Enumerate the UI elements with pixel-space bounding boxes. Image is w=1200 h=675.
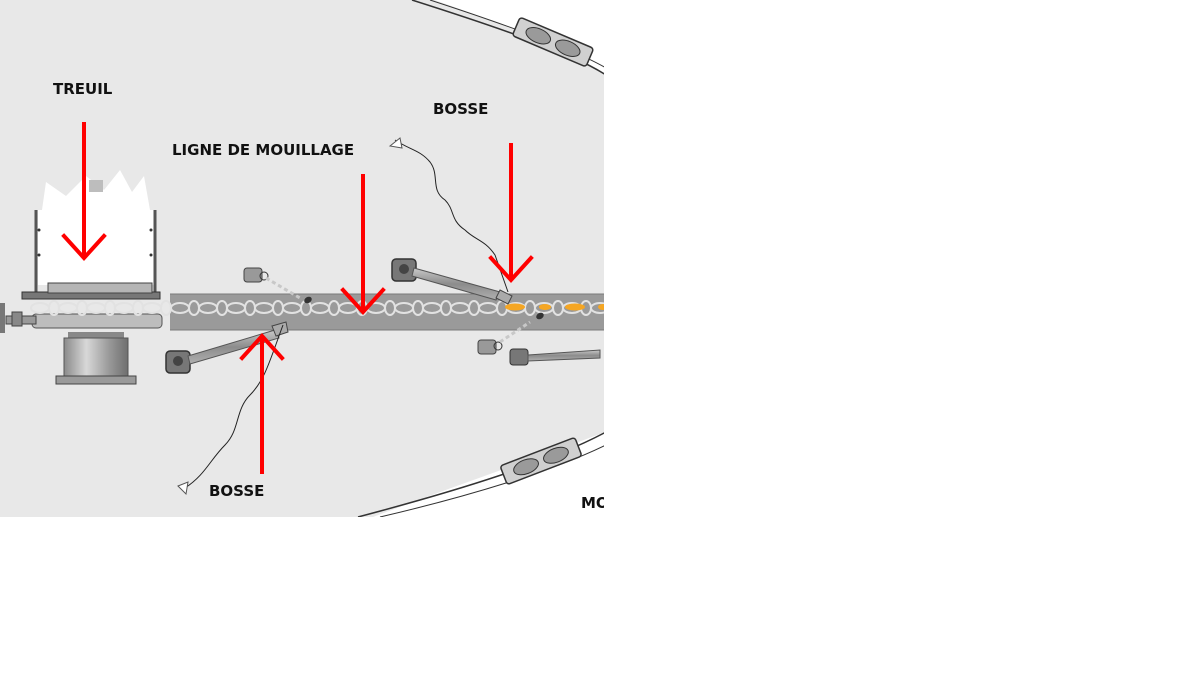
hull-line-bottom-outer: [357, 432, 604, 517]
hull-outside-top: [434, 0, 604, 75]
chain-highlight: [505, 303, 604, 311]
arrow-down-icon: [488, 143, 534, 283]
hull-outside-bottom: [373, 432, 604, 517]
anchoring-diagram: TREUIL LIGNE DE MOUILLAGE BOSSE BOSSE MO: [0, 0, 604, 517]
label-bosse-bottom: BOSSE: [209, 482, 264, 500]
arrow-down-icon: [340, 174, 386, 315]
chain-links: [30, 300, 604, 316]
fairlead-icon: [512, 17, 594, 67]
arrow-down-icon: [61, 122, 107, 261]
deck-drawing: TREUIL LIGNE DE MOUILLAGE BOSSE BOSSE MO: [0, 0, 604, 517]
label-treuil: TREUIL: [53, 80, 113, 98]
label-partial: MO: [581, 494, 604, 512]
chain-stopper-icon: [165, 267, 312, 496]
label-bosse-top: BOSSE: [433, 100, 488, 118]
chain-link: [590, 302, 604, 314]
chain-stopper-icon: [388, 137, 544, 320]
fairlead-icon: [500, 437, 582, 485]
label-ligne-de-mouillage: LIGNE DE MOUILLAGE: [172, 141, 354, 159]
arrow-up-icon: [239, 333, 285, 474]
chain-stopper-icon: [477, 320, 601, 366]
